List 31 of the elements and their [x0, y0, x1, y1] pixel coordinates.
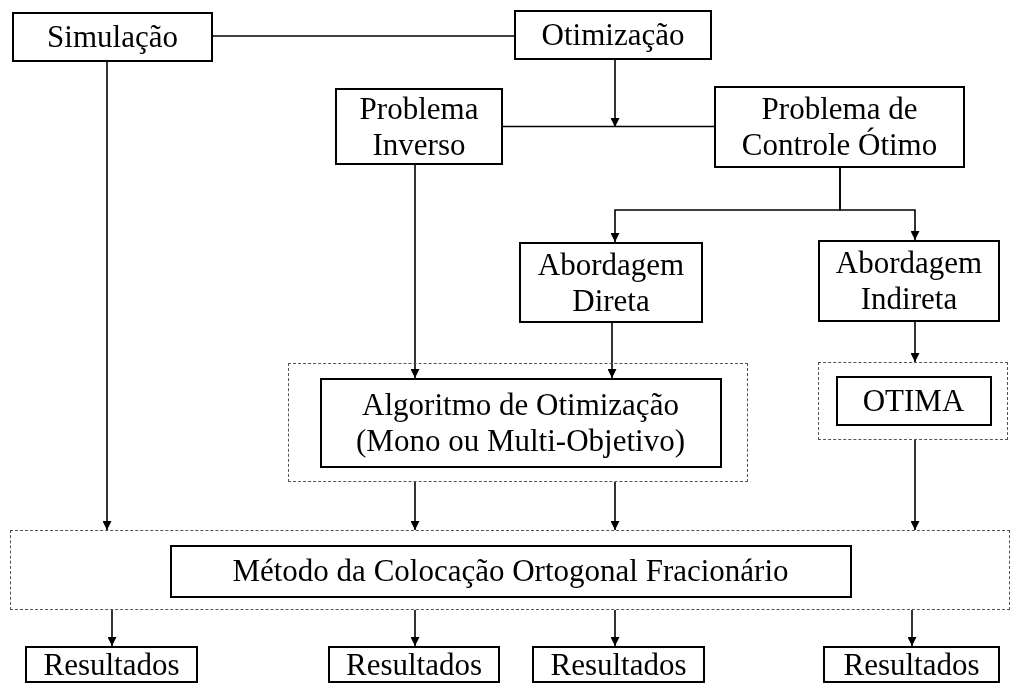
arrow [107, 609, 117, 647]
arrow [910, 321, 920, 363]
process-box: Resultados [532, 646, 705, 683]
process-box: Resultados [328, 646, 500, 683]
arrow [907, 609, 917, 647]
dashed-group-box [818, 362, 1008, 440]
process-box: Simulação [12, 12, 213, 62]
process-box: Resultados [823, 646, 1000, 683]
dashed-group-box [288, 363, 748, 482]
arrow [607, 322, 617, 379]
arrow [910, 439, 920, 531]
arrow [610, 59, 620, 128]
process-box: Problema de Controle Ótimo [714, 86, 965, 168]
process-box: Problema Inverso [335, 88, 503, 165]
process-box: Algoritmo de Otimização (Mono ou Multi-Objetivo) [319, 377, 722, 468]
arrow [410, 609, 420, 647]
process-box: Resultados [25, 646, 198, 683]
arrow [839, 167, 920, 241]
arrow [410, 164, 420, 379]
arrow [610, 609, 620, 647]
arrow [610, 481, 620, 531]
process-box: Abordagem Indireta [818, 240, 1000, 322]
process-box: Abordagem Direta [519, 242, 703, 323]
arrow [102, 61, 112, 531]
process-box: Método da Colocação Ortogonal Fracionário [169, 544, 852, 598]
process-box: Otimização [514, 10, 712, 60]
dashed-group-box [10, 530, 1010, 610]
connector-line [212, 35, 515, 37]
arrow [410, 481, 420, 531]
process-box: OTIMA [835, 375, 992, 426]
connector-line [502, 125, 715, 128]
